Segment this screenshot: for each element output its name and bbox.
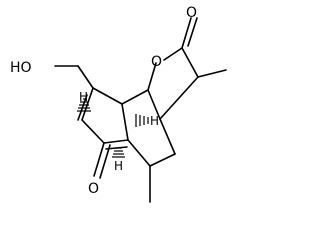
lactone-carbonyl-oxygen-label: O xyxy=(186,5,197,21)
bond-c2-c3 xyxy=(81,119,105,144)
bond-ch2-c xyxy=(77,65,94,89)
bond-c10-c9 xyxy=(121,89,149,105)
bond-c6-c3 xyxy=(103,139,129,144)
h-label-a: H xyxy=(79,90,88,104)
bond-c8-c7 xyxy=(159,118,176,155)
bond-c1-c2-double xyxy=(77,94,88,121)
bond-c1-c10 xyxy=(92,87,123,105)
bond-c11-c8 xyxy=(159,76,199,120)
bond-o-c12 xyxy=(163,47,183,61)
bond-network xyxy=(54,17,227,203)
stereo-hash-h-right xyxy=(135,114,149,127)
bond-c10-c6 xyxy=(121,103,129,141)
h-label-b: H xyxy=(114,159,123,173)
bond-c9-o xyxy=(147,62,157,91)
bond-methyl-right xyxy=(197,69,227,78)
bond-c12-o-double xyxy=(187,17,198,47)
stereo-hash-h-lower xyxy=(112,147,125,158)
bond-c12-c11 xyxy=(181,47,199,78)
bond-c9-c8 xyxy=(147,89,161,120)
ring-oxygen-label: O xyxy=(151,54,162,70)
hydroxyl-label: HO xyxy=(10,60,32,76)
bond-c3-ket xyxy=(93,142,105,177)
h-label-c: H xyxy=(150,114,159,128)
bond-c12-o xyxy=(181,17,192,49)
bond-c3-ket-double xyxy=(99,144,111,179)
ketone-oxygen-label: O xyxy=(88,181,99,197)
bond-c7-c6b xyxy=(149,153,176,167)
bond-c1-c2 xyxy=(81,87,94,121)
bond-c6b-c6 xyxy=(127,139,151,167)
structure-diagram: HO O O O H H H xyxy=(10,5,227,203)
